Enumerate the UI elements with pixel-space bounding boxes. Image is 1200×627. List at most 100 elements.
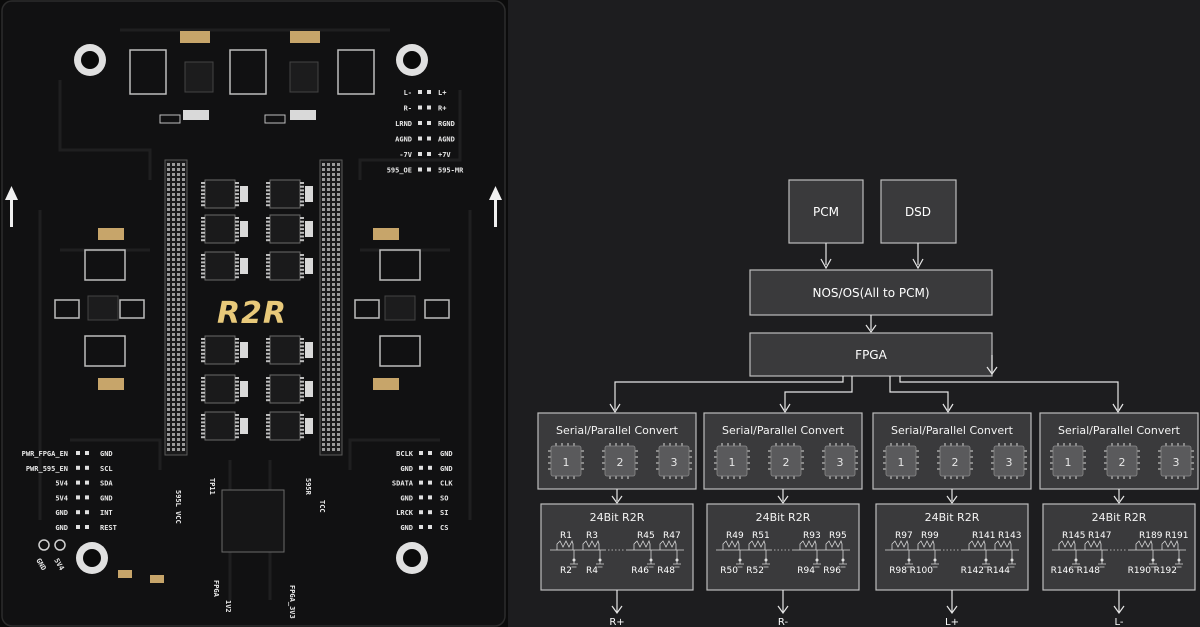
resistor-label: R189 (1139, 531, 1163, 541)
resistor-label: R98 (889, 566, 907, 576)
pin-label: L+ (438, 89, 446, 97)
small-pads (38, 539, 164, 583)
pin-label: 5V4 (55, 494, 68, 502)
r2r-box (706, 503, 860, 591)
r2r-box (1042, 503, 1196, 591)
pin-label: RGND (438, 120, 455, 128)
output-label: L- (1114, 617, 1123, 627)
chip-icon: 3 (1158, 443, 1194, 479)
pin-label: 595_OE (387, 167, 412, 175)
pin-label: R- (404, 105, 412, 113)
serial-parallel-label: Serial/Parallel Convert (891, 424, 1014, 437)
dsd-input-box (880, 179, 957, 244)
svg-text:TCC: TCC (318, 500, 326, 513)
chip-icon: 1 (883, 443, 919, 479)
pin-label: AGND (395, 136, 412, 144)
pin-label: R+ (438, 105, 446, 113)
pin-label: -7V (399, 151, 412, 159)
serial-parallel-label: Serial/Parallel Convert (556, 424, 679, 437)
pin-label: AGND (438, 136, 455, 144)
chip-number: 2 (617, 456, 624, 469)
chip-icon: 3 (991, 443, 1027, 479)
resistor-label: R1 (560, 531, 572, 541)
r2r-box (540, 503, 694, 591)
pin-label: GND (400, 465, 413, 473)
pin-label: GND (400, 524, 413, 532)
resistor-label: R49 (726, 531, 744, 541)
pcm-label: PCM (813, 205, 839, 219)
pin-label: SDATA (392, 480, 414, 488)
svg-text:595R: 595R (304, 478, 312, 496)
pin-label: LRCK (396, 509, 414, 517)
pin-label: BCLK (396, 450, 414, 458)
pin-label: GND (55, 524, 68, 532)
input-arrows (820, 243, 924, 270)
chip-number: 1 (563, 456, 570, 469)
resistor-label: R145 (1062, 531, 1085, 541)
resistor-label: R95 (829, 531, 847, 541)
svg-text:FPGA_3V3: FPGA_3V3 (288, 585, 296, 619)
pin-headers (164, 159, 343, 456)
chip-number: 1 (1065, 456, 1072, 469)
dac-block-diagram: PCM DSD NOS/OS(All to PCM) FPGA (508, 0, 1200, 627)
pcm-input-box (788, 179, 864, 244)
resistor-label: R47 (663, 531, 681, 541)
dsd-label: DSD (905, 205, 931, 219)
side-components (54, 228, 450, 390)
resistor-label: R46 (631, 566, 649, 576)
resistor-label: R96 (823, 566, 841, 576)
pin-label: SO (440, 494, 448, 502)
resistor-label: R97 (895, 531, 913, 541)
chip-number: 3 (837, 456, 844, 469)
pin-label: INT (100, 509, 113, 517)
fpga-box (749, 332, 993, 377)
pin-label: GND (400, 494, 413, 502)
svg-text:1V2: 1V2 (224, 600, 232, 613)
pin-label: 595-MR (438, 167, 464, 175)
arrow-up-icon (5, 186, 502, 227)
fpga-chip (221, 489, 285, 553)
chip-number: 2 (1119, 456, 1126, 469)
resistor-label: R142 (961, 566, 984, 576)
serial-parallel-label: Serial/Parallel Convert (722, 424, 845, 437)
output-label: R+ (609, 617, 624, 627)
r2r-box (875, 503, 1029, 591)
resistor-label: R148 (1077, 566, 1101, 576)
pin-label: SDA (100, 480, 113, 488)
resistor-label: R45 (637, 531, 655, 541)
r2r-label: 24Bit R2R (1092, 511, 1147, 524)
svg-text:FPGA: FPGA (212, 580, 220, 598)
nos-os-box (749, 269, 993, 316)
r2r-label: 24Bit R2R (590, 511, 645, 524)
pin-label: REST (100, 524, 117, 532)
pin-label: L- (404, 89, 412, 97)
resistor-label: R93 (803, 531, 821, 541)
resistor-label: R48 (657, 566, 675, 576)
pin-label: PWR_595_EN (26, 465, 68, 473)
serial-parallel-label: Serial/Parallel Convert (1058, 424, 1181, 437)
resistor-label: R52 (746, 566, 764, 576)
resistor-label: R4 (586, 566, 598, 576)
svg-text:595L VCC: 595L VCC (174, 490, 182, 524)
chip-icon: 3 (656, 443, 692, 479)
output-label: R- (778, 617, 789, 627)
chip-icon: 1 (548, 443, 584, 479)
pin-label: CS (440, 524, 448, 532)
resistor-label: R50 (720, 566, 738, 576)
pcb-outline (1, 0, 506, 627)
resistor-label: R143 (998, 531, 1021, 541)
pin-label: GND (440, 465, 453, 473)
pin-label: +7V (438, 151, 451, 159)
fpga-fanout-wires (609, 376, 1124, 414)
resistor-label: R2 (560, 566, 572, 576)
chip-number: 1 (898, 456, 905, 469)
chip-icon: 2 (937, 443, 973, 479)
fpga-label: FPGA (855, 348, 887, 362)
